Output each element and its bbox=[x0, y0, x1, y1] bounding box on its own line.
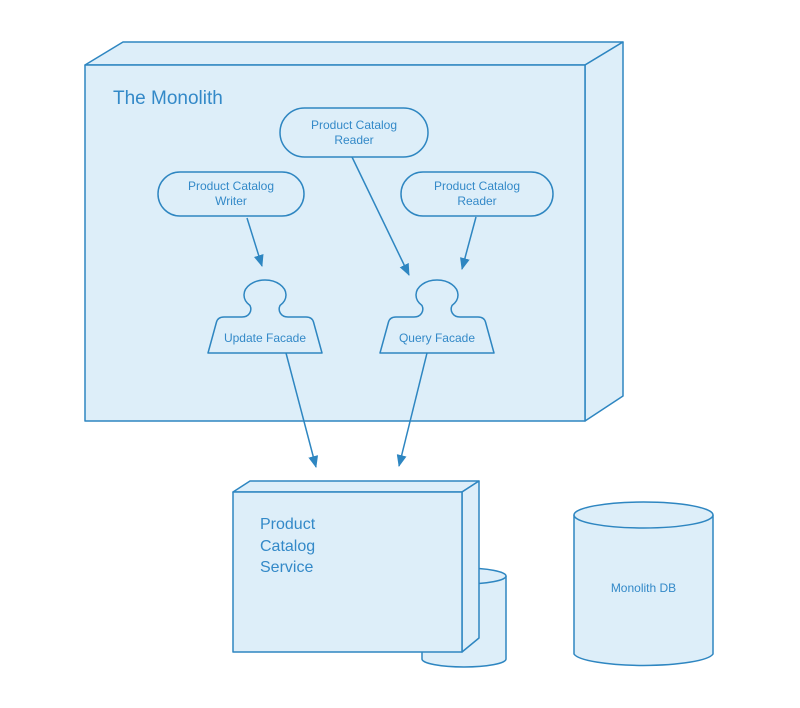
node-label-product-catalog-service: Product Catalog Service bbox=[260, 516, 316, 576]
monolith-box-right-face bbox=[584, 41, 624, 422]
service-box-front-face bbox=[232, 491, 463, 653]
arrow-reader-top-to-query-facade bbox=[351, 156, 410, 276]
arrow-reader-right-to-query-facade bbox=[460, 216, 477, 270]
node-query-facade-shape bbox=[379, 279, 495, 354]
monolith-db-cylinder-body bbox=[573, 515, 714, 667]
node-label-product-catalog-writer: Product Catalog Writer bbox=[187, 179, 275, 208]
node-product-catalog-reader-right bbox=[400, 171, 554, 217]
node-label-query-facade: Query Facade bbox=[398, 330, 476, 345]
product-catalog-service-box bbox=[232, 480, 480, 653]
node-product-catalog-reader-top bbox=[279, 107, 429, 158]
node-product-catalog-writer bbox=[157, 171, 305, 217]
diagram-arrows bbox=[246, 156, 477, 468]
arrow-writer-to-update-facade bbox=[246, 217, 264, 267]
node-label-product-catalog-reader-right: Product Catalog Reader bbox=[433, 179, 521, 208]
service-box-top-face bbox=[232, 480, 480, 493]
monolith-box-top-face bbox=[84, 41, 624, 66]
node-update-facade-shape bbox=[207, 279, 323, 354]
monolith-title: The Monolith bbox=[113, 88, 223, 109]
monolith-db-cylinder-top bbox=[573, 501, 714, 529]
monolith-db-cylinder bbox=[573, 501, 714, 667]
arrow-update-facade-to-service bbox=[285, 352, 319, 468]
arrow-query-facade-to-service bbox=[396, 352, 428, 467]
node-label-product-catalog-reader-top: Product Catalog Reader bbox=[310, 117, 398, 147]
node-label-monolith-db: Monolith DB bbox=[610, 580, 677, 595]
node-label-update-facade: Update Facade bbox=[223, 330, 307, 345]
service-box-right-face bbox=[461, 480, 480, 653]
